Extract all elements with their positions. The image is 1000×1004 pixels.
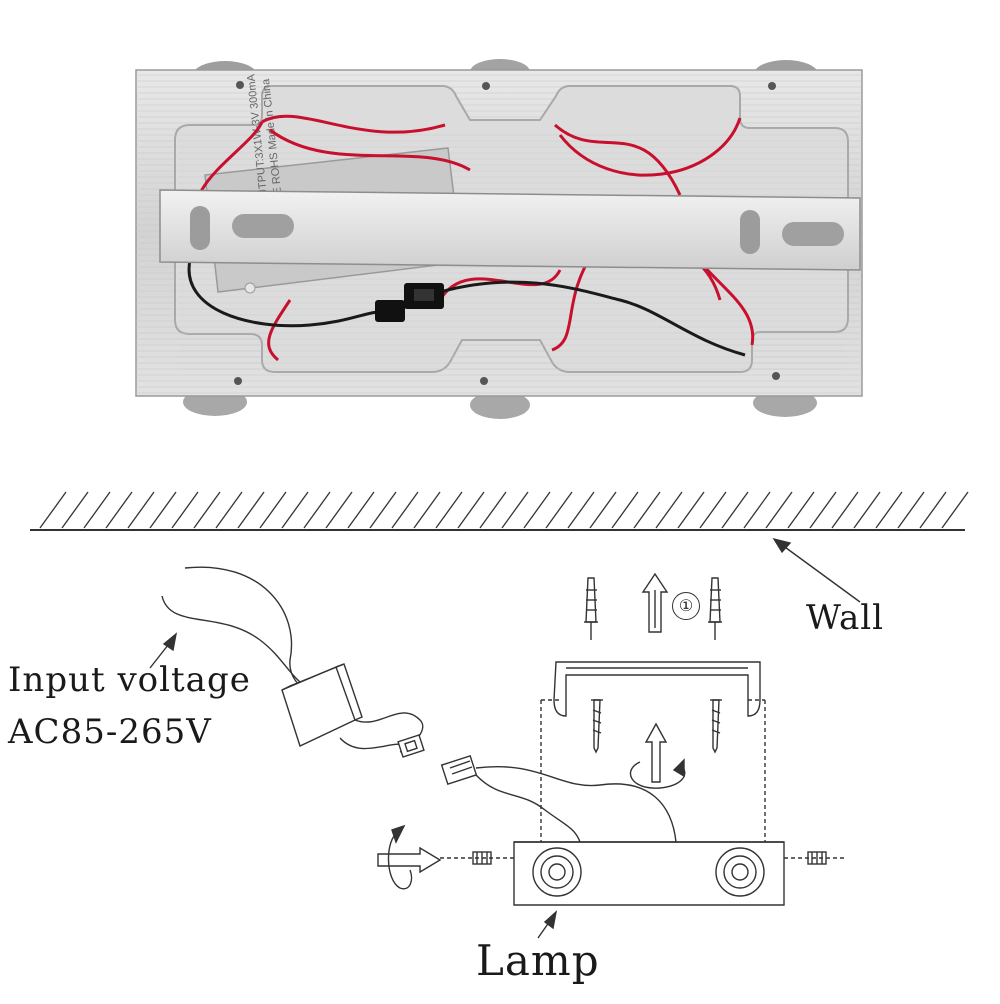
screw-icon: [772, 372, 780, 380]
wall-hatching: [39, 491, 969, 529]
hatch-line: [523, 491, 551, 529]
hatch-line: [325, 491, 353, 529]
hatch-line: [875, 491, 903, 529]
hatch-line: [765, 491, 793, 529]
hatch-line: [303, 491, 331, 529]
hatch-line: [809, 491, 837, 529]
hatch-line: [171, 491, 199, 529]
hatch-line: [721, 491, 749, 529]
up-arrow-icon: [641, 572, 669, 633]
hatch-line: [413, 491, 441, 529]
connector-female: [440, 754, 478, 786]
hatch-line: [567, 491, 595, 529]
input-wire: [161, 595, 301, 683]
hatch-line: [369, 491, 397, 529]
hatch-line: [39, 491, 67, 529]
lamp-arrow: [537, 910, 558, 939]
screw-icon: [482, 82, 490, 90]
hatch-line: [127, 491, 155, 529]
screw-icon: [236, 81, 244, 89]
screw-icon: [710, 699, 722, 754]
hatch-line: [545, 491, 573, 529]
connector-male: [397, 734, 425, 758]
plate-slot: [740, 210, 760, 254]
hatch-line: [853, 491, 881, 529]
hatch-line: [347, 491, 375, 529]
black-wires: [187, 259, 746, 357]
rotate-arrow-icon: [629, 722, 686, 789]
hatch-line: [457, 491, 485, 529]
hatch-line: [787, 491, 815, 529]
screw-icon: [480, 377, 488, 385]
driver-wire: [339, 737, 406, 750]
input-arrow: [149, 632, 178, 669]
hatch-line: [281, 491, 309, 529]
lamp-wire: [475, 766, 677, 843]
hatch-line: [699, 491, 727, 529]
hatch-line: [633, 491, 661, 529]
rotate-side-arrow-icon: [377, 824, 442, 890]
hatch-line: [479, 491, 507, 529]
hatch-line: [897, 491, 925, 529]
housing-photo: OUTPUT:3X1W-3V 300mA CE ROHS Made in Chi…: [135, 59, 863, 419]
hatch-line: [83, 491, 111, 529]
hatch-line: [391, 491, 419, 529]
hatch-line: [149, 491, 177, 529]
screw-icon: [591, 699, 603, 754]
plate-slot: [782, 222, 844, 246]
screw-icon: [807, 851, 827, 865]
hatch-line: [193, 491, 221, 529]
lamp-label: Lamp: [476, 936, 600, 985]
hatch-line: [501, 491, 529, 529]
hatch-line: [677, 491, 705, 529]
hatch-line: [105, 491, 133, 529]
wall-arrow: [772, 537, 861, 603]
hatch-line: [435, 491, 463, 529]
mounting-bracket-drawing: [553, 661, 761, 717]
hatch-line: [919, 491, 947, 529]
input-voltage-value: AC85-265V: [8, 712, 212, 752]
step-marker: ①: [672, 592, 700, 620]
hatch-line: [61, 491, 89, 529]
mounting-plate: [159, 189, 861, 294]
hatch-line: [743, 491, 771, 529]
hatch-line: [611, 491, 639, 529]
led-knob-bottom-mid: [470, 391, 530, 419]
hatch-line: [237, 491, 265, 529]
guide-lines: [540, 699, 766, 842]
hatch-line: [831, 491, 859, 529]
wire-connector: [375, 283, 444, 322]
screw-icon: [244, 282, 256, 294]
plate-slot: [232, 214, 294, 238]
hatch-line: [215, 491, 243, 529]
wall-label: Wall: [806, 598, 885, 638]
screw-icon: [234, 377, 242, 385]
input-voltage-label: Input voltage: [8, 660, 251, 700]
lamp-wire: [475, 774, 581, 843]
wall-anchor-right: [708, 577, 722, 640]
hatch-line: [589, 491, 617, 529]
red-wires: [195, 114, 755, 362]
hatch-line: [655, 491, 683, 529]
plate-slot: [190, 206, 210, 250]
hatch-line: [941, 491, 969, 529]
installation-drawing: [30, 491, 969, 939]
screw-icon: [768, 82, 776, 90]
wall-anchor-left: [584, 577, 598, 640]
lamp-body-drawing: [513, 841, 785, 906]
hatch-line: [259, 491, 287, 529]
